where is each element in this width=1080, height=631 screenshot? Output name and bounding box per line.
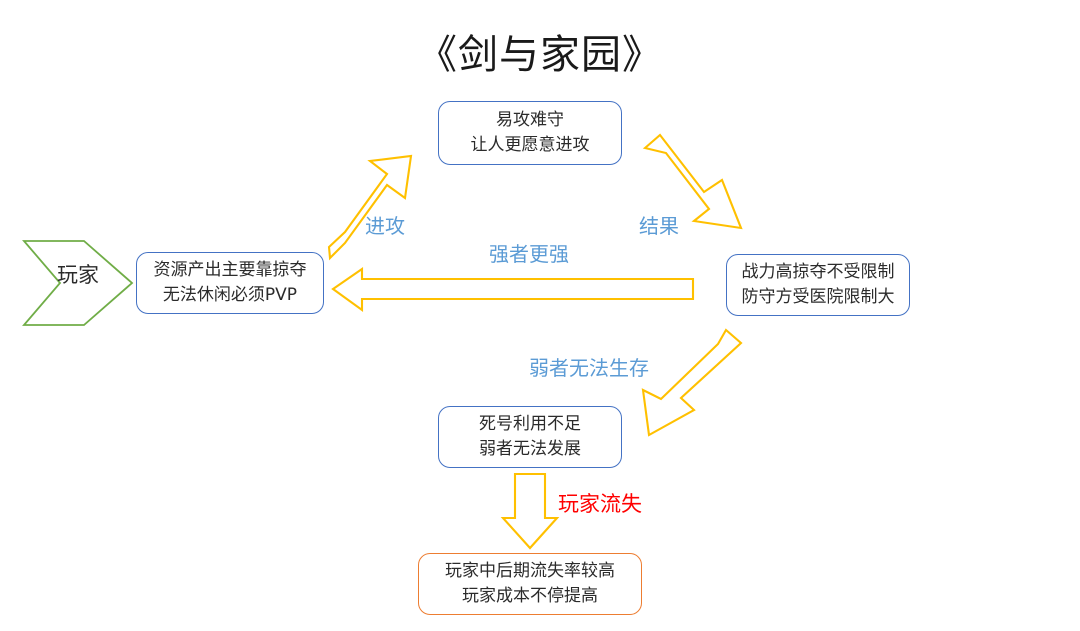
node-player-churn-result[interactable]: 玩家中后期流失率较高 玩家成本不停提高 (418, 553, 642, 615)
node-text-line: 战力高掠夺不受限制 (741, 262, 895, 283)
edge-label-result: 结果 (639, 214, 679, 238)
arrow-bottom-to-result (500, 472, 560, 550)
edge-label-weak: 弱者无法生存 (529, 356, 649, 380)
node-text-line: 让人更愿意进攻 (470, 135, 590, 155)
arrow-right-to-left (331, 267, 695, 313)
node-text-line: 弱者无法发展 (479, 439, 581, 459)
player-arrow-label: 玩家 (57, 263, 99, 287)
node-text-line: 玩家成本不停提高 (462, 586, 598, 606)
node-text-line: 玩家中后期流失率较高 (445, 561, 615, 582)
node-easy-attack[interactable]: 易攻难守 让人更愿意进攻 (438, 101, 622, 165)
node-text-line: 易攻难守 (496, 110, 564, 131)
node-text-line: 死号利用不足 (479, 414, 581, 435)
arrow-left-to-top (327, 154, 413, 261)
node-resource-loot[interactable]: 资源产出主要靠掠夺 无法休闲必须PVP (136, 252, 324, 314)
arrow-right-to-bottom (641, 328, 743, 437)
page-title: 《剑与家园》 (417, 32, 663, 78)
node-text-line: 资源产出主要靠掠夺 (153, 260, 307, 281)
edge-label-churn: 玩家流失 (558, 492, 642, 516)
node-text-line: 防守方受医院限制大 (741, 287, 895, 307)
edge-label-attack: 进攻 (365, 214, 405, 238)
node-weak-cannot-grow[interactable]: 死号利用不足 弱者无法发展 (438, 406, 622, 468)
node-power-unrestricted[interactable]: 战力高掠夺不受限制 防守方受医院限制大 (726, 254, 910, 316)
edge-label-stronger: 强者更强 (489, 242, 569, 266)
node-text-line: 无法休闲必须PVP (162, 285, 298, 305)
